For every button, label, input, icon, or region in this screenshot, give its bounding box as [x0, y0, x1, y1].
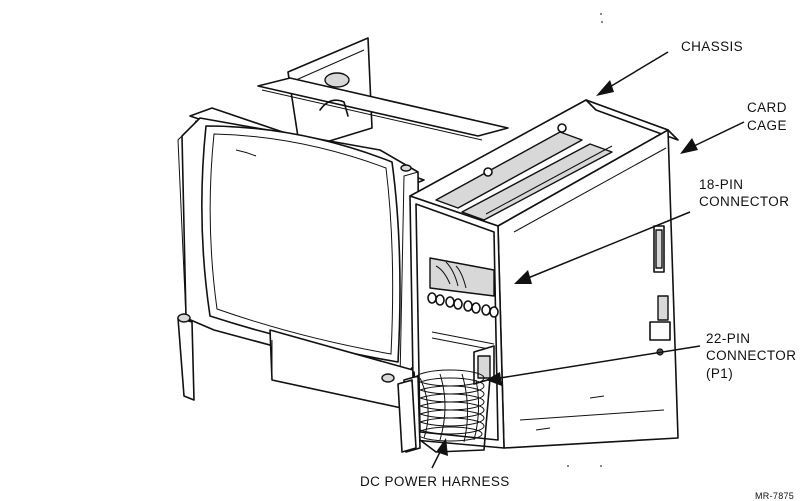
connector-pin-row: [427, 292, 499, 318]
dc-power-harness-label: DC POWER HARNESS: [360, 474, 510, 489]
connector-22-pin-leader: [486, 345, 701, 386]
connector-22-pin-label-line3: (P1): [706, 366, 733, 381]
connector-22-pin-p1: [473, 345, 495, 385]
connector-18-pin: [427, 257, 499, 351]
print-specks: [567, 13, 603, 467]
connector-22-pin-label-line2: CONNECTOR: [706, 348, 796, 363]
dc-power-harness-leader: [431, 438, 448, 469]
cage-front-leg: [397, 379, 417, 453]
connector-18-pin-label-line1: 18-PIN: [699, 177, 743, 192]
card-cage-label-line1: CARD: [747, 100, 787, 115]
chassis-label: CHASSIS: [681, 39, 743, 54]
connector-18-pin-label-line2: CONNECTOR: [699, 194, 789, 209]
card-cage-label-line2: CAGE: [747, 118, 787, 133]
connector-22-pin-label-line1: 22-PIN: [706, 331, 750, 346]
crt-screen: [201, 125, 401, 363]
connector-18-pin-leader: [514, 211, 691, 284]
crt-mount-brackets: [177, 164, 421, 413]
chassis-leader: [596, 51, 669, 96]
figure-reference-number: MR-7875: [755, 491, 794, 501]
card-cage-leader: [680, 121, 745, 154]
